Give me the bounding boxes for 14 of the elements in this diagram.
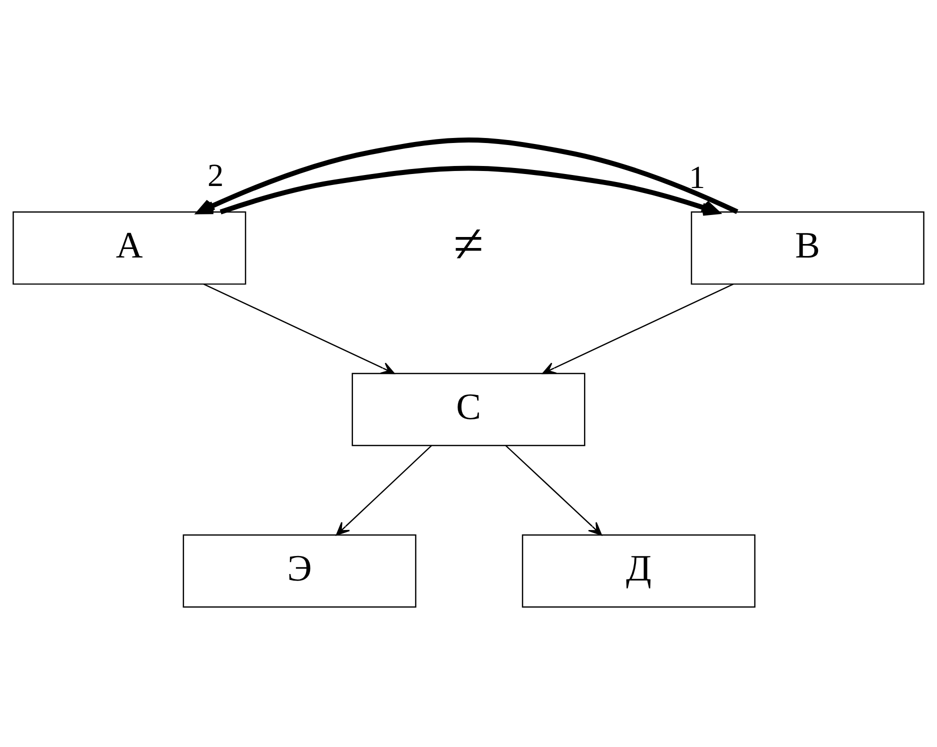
node-box: В: [690, 211, 924, 285]
node-box: Д: [522, 534, 756, 608]
edge-label: 2: [207, 156, 224, 193]
arrow: [196, 138, 738, 214]
arrow: [336, 445, 432, 536]
arrow: [204, 284, 395, 374]
arrow: [220, 166, 720, 216]
node-box: Э: [182, 534, 416, 608]
edge-label: 1: [688, 158, 706, 195]
arrow: [542, 284, 734, 374]
label: ≠: [454, 212, 484, 274]
node-box: А: [12, 211, 246, 285]
arrow: [505, 445, 602, 536]
node-box: С: [352, 372, 586, 446]
